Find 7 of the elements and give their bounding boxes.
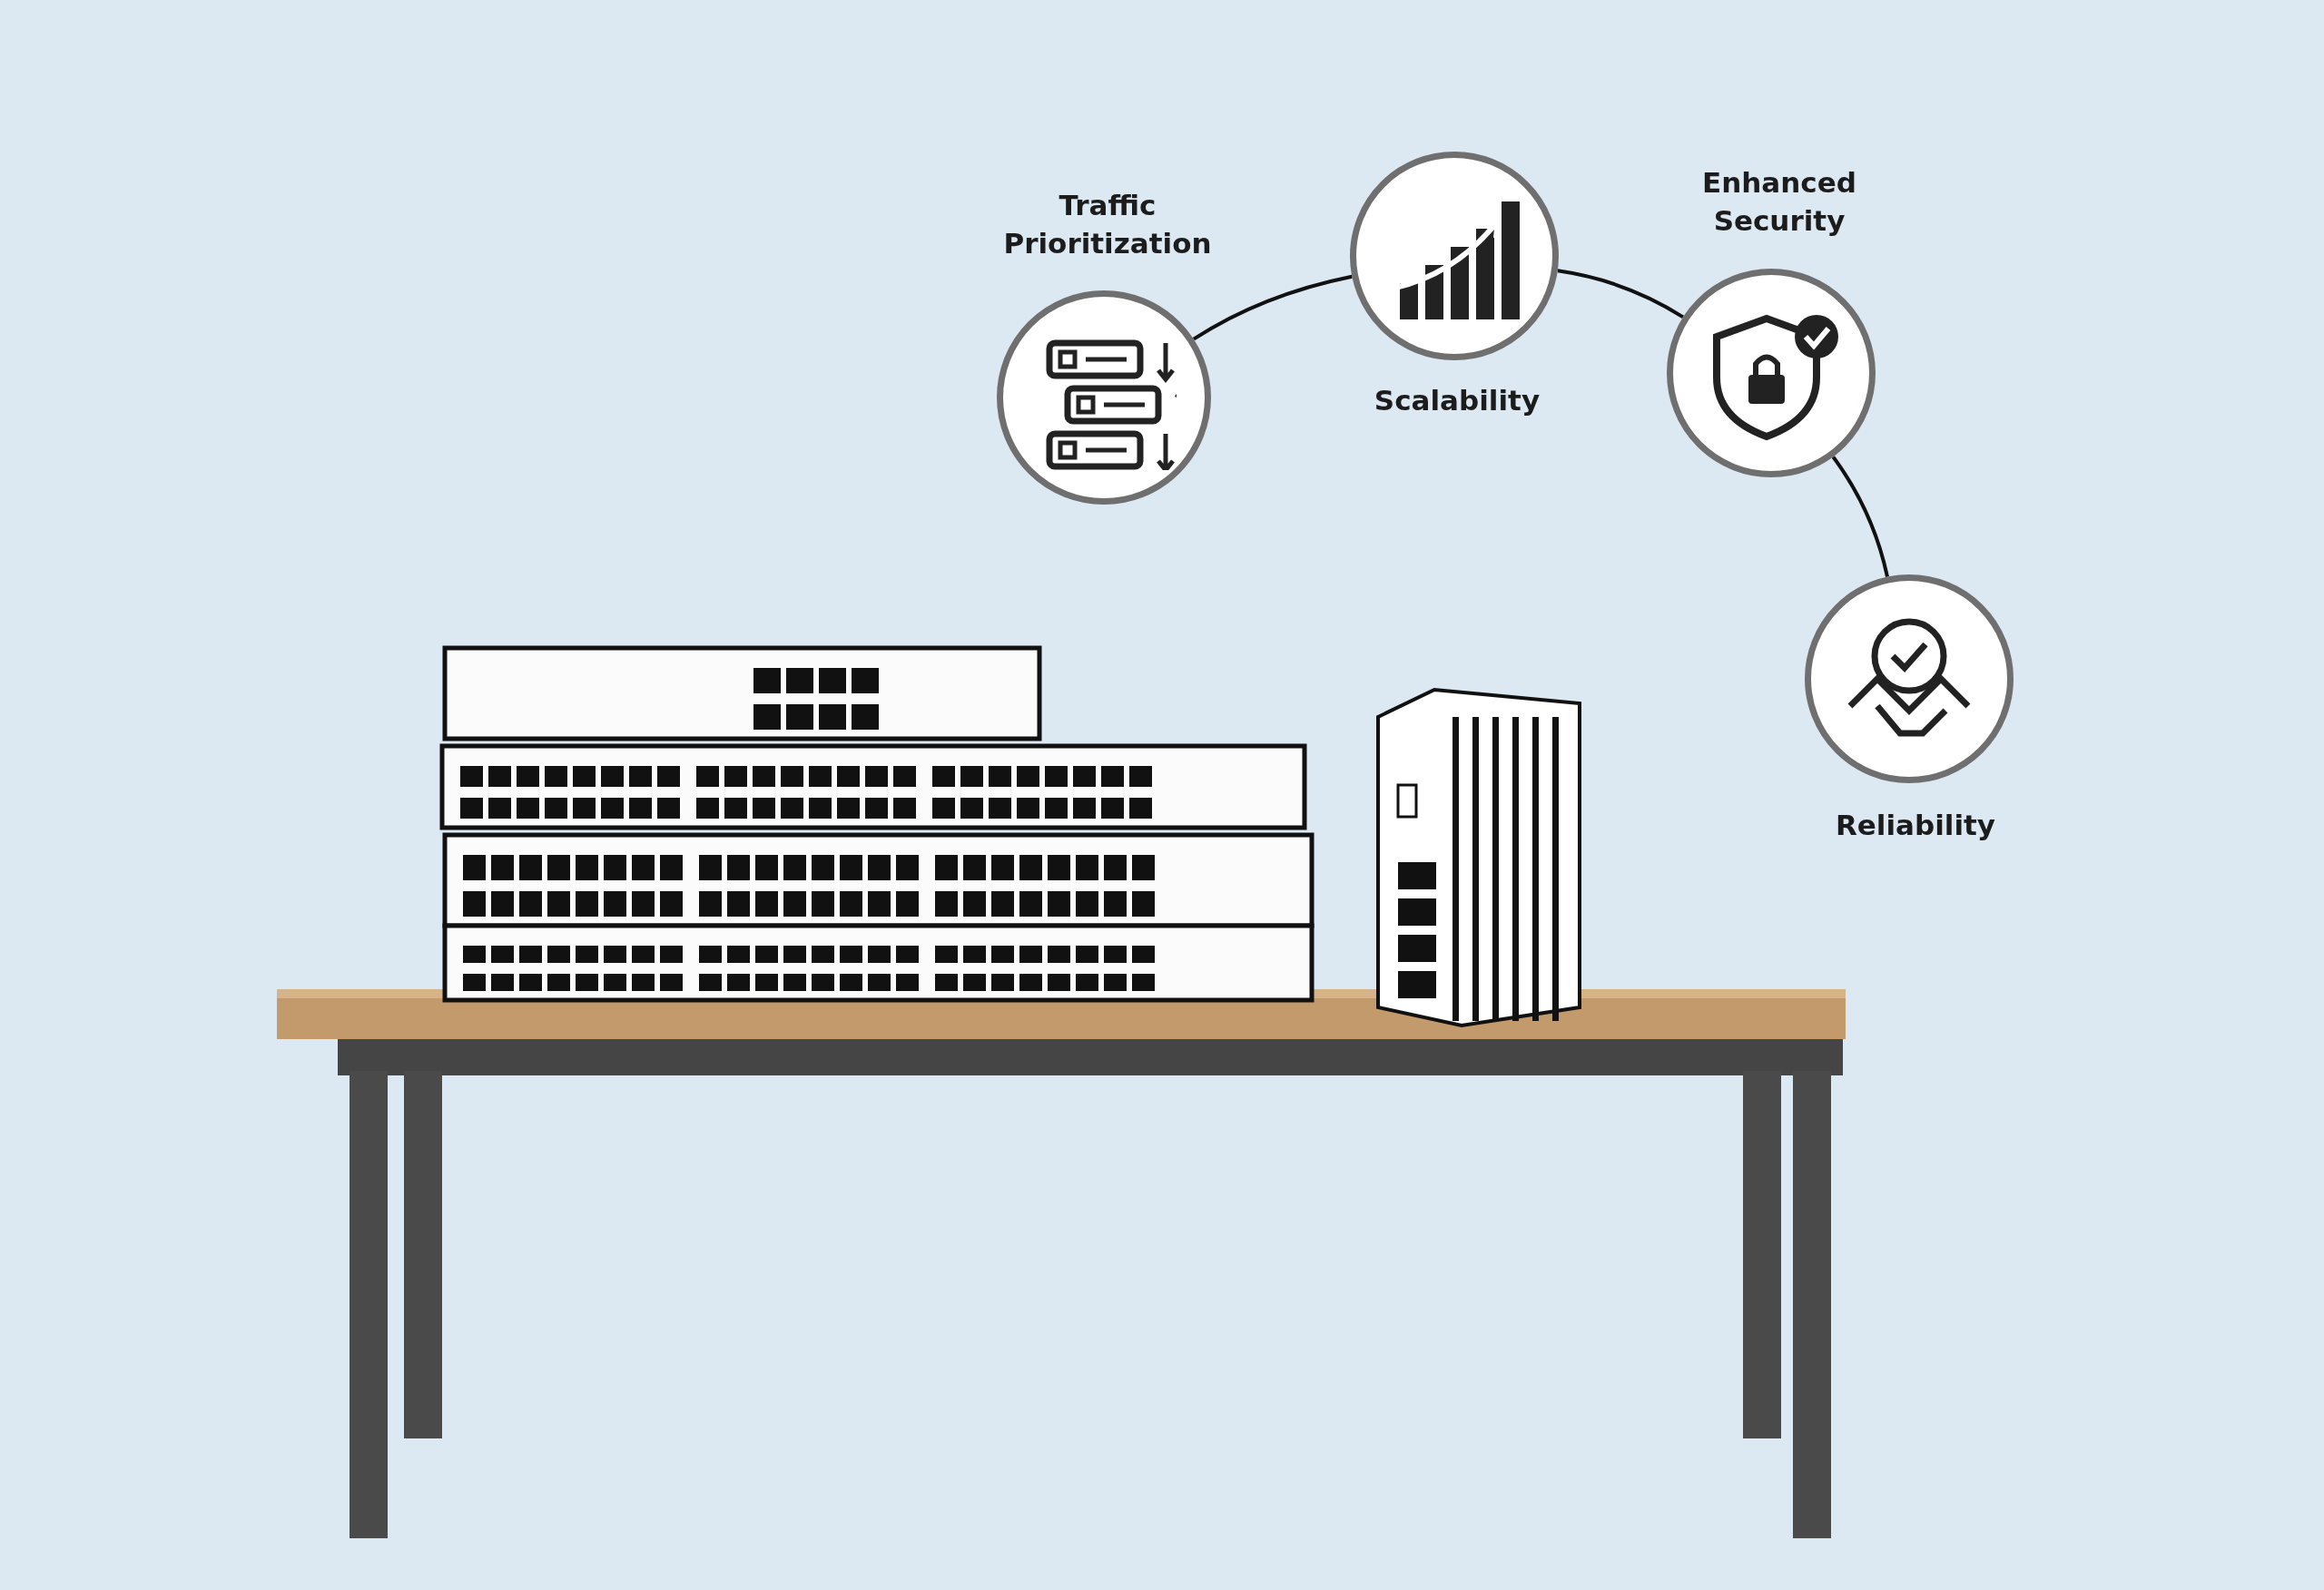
feature-label: Traffic Prioritization [1002, 188, 1213, 261]
feature-label: Scalability [1373, 383, 1541, 418]
feature-label: Reliability [1834, 808, 1997, 843]
connector-line [1831, 456, 1889, 577]
connector-line [1192, 274, 1353, 341]
connector-line [1557, 269, 1684, 319]
feature-label: Enhanced Security [1701, 165, 1857, 239]
